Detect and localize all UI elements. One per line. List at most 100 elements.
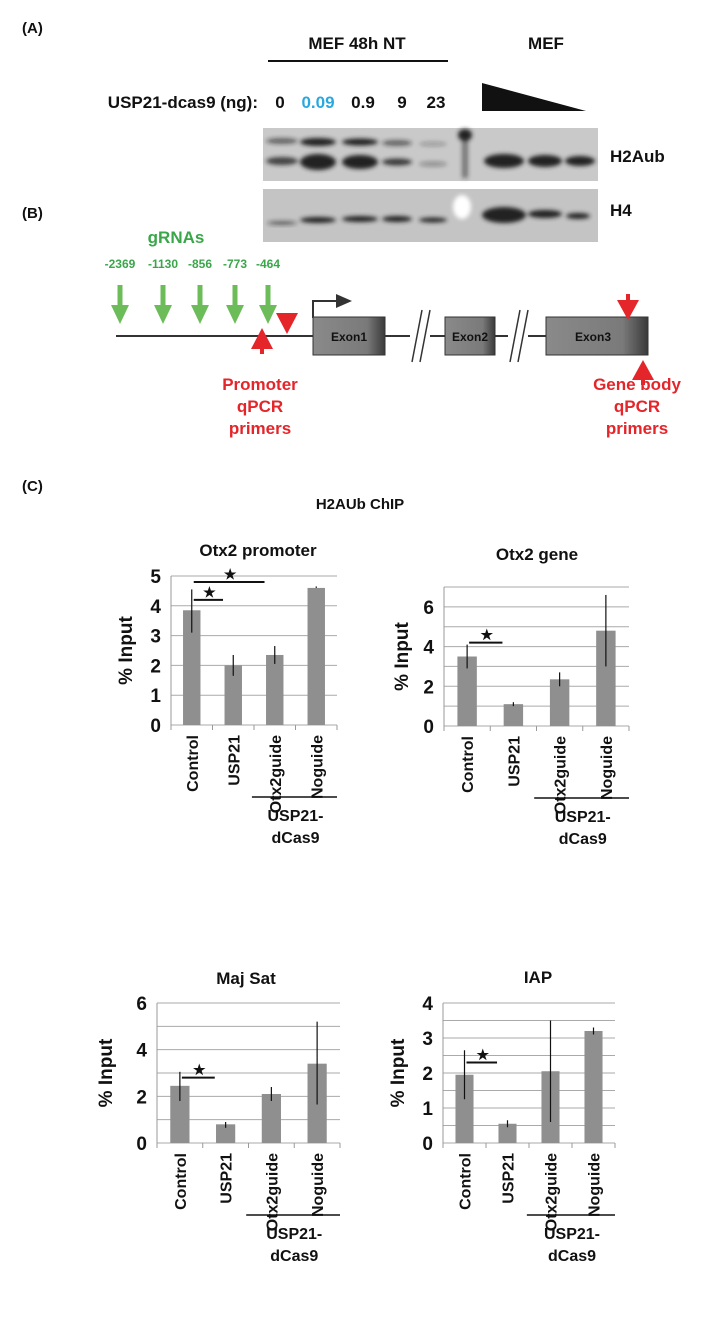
bar xyxy=(455,1074,474,1143)
panel-c-label: (C) xyxy=(22,478,43,495)
category-label: Otx2guide xyxy=(544,1153,561,1231)
bar xyxy=(170,1085,190,1143)
break-marks xyxy=(410,309,529,363)
dose-9: 9 xyxy=(397,93,406,112)
y-axis-label: % Input xyxy=(96,1038,117,1107)
y-tick-label: 0 xyxy=(150,716,161,737)
y-tick-label: 3 xyxy=(150,627,161,648)
category-label: Noguide xyxy=(599,736,616,800)
primer-reverse-arrow-icon xyxy=(617,300,639,320)
primer-arrows xyxy=(251,294,654,385)
grna-arrow-icon xyxy=(154,285,172,324)
grna-arrow-icon xyxy=(259,285,277,324)
group-label-line2: dCas9 xyxy=(270,1248,318,1265)
band-label-h2aub: H2Aub xyxy=(610,147,665,166)
y-tick-label: 1 xyxy=(150,686,161,707)
panel-a-label: (A) xyxy=(22,20,43,37)
category-label: Control xyxy=(460,736,477,793)
grna-pos: -2369 xyxy=(105,257,136,271)
y-axis-label: % Input xyxy=(116,616,137,685)
band-label-h4: H4 xyxy=(610,201,632,220)
primer-reverse-arrow-icon xyxy=(276,313,298,334)
bar xyxy=(183,610,201,725)
grna-pos: -856 xyxy=(188,257,212,271)
panel-b-label: (B) xyxy=(22,205,43,222)
grna-pos: -1130 xyxy=(148,257,178,271)
category-label: Control xyxy=(185,735,202,792)
gene-body-primers-line2: qPCR xyxy=(614,397,660,416)
group-label-line1: USP21- xyxy=(555,809,611,826)
panel-b: (B) gRNAs -2369 -1130 -856 -773 -464 Exo… xyxy=(22,205,681,438)
exon-2-label: Exon2 xyxy=(452,330,488,344)
significance-star-icon: ★ xyxy=(476,1047,489,1063)
promoter-primers-line1: Promoter xyxy=(222,375,298,394)
exon-3: Exon3 xyxy=(545,316,649,356)
significance-star-icon: ★ xyxy=(203,584,216,600)
category-label: Noguide xyxy=(309,735,326,799)
promoter-primers-line2: qPCR xyxy=(237,397,283,416)
bar xyxy=(503,704,524,726)
exon-3-label: Exon3 xyxy=(575,330,611,344)
dilution-wedge-icon xyxy=(482,83,586,111)
grna-arrow-icon xyxy=(191,285,209,324)
y-tick-label: 6 xyxy=(136,994,147,1015)
category-label: Otx2guide xyxy=(268,735,285,813)
y-tick-label: 6 xyxy=(423,598,434,619)
grna-arrow-icon xyxy=(226,285,244,324)
primer-forward-arrow-icon xyxy=(251,328,273,349)
category-label: USP21 xyxy=(506,736,523,787)
mef-48h-nt-label: MEF 48h NT xyxy=(308,34,406,53)
category-label: Otx2guide xyxy=(264,1153,281,1231)
category-label: USP21 xyxy=(219,1153,236,1204)
grna-positions: -2369 -1130 -856 -773 -464 xyxy=(105,257,281,271)
exon-1-label: Exon1 xyxy=(331,330,367,344)
y-tick-label: 0 xyxy=(422,1134,433,1155)
panel-a: (A) MEF 48h NT MEF USP21-dcas9 (ng): 0 0… xyxy=(22,20,665,242)
bar xyxy=(584,1031,603,1143)
category-label: Control xyxy=(173,1153,190,1210)
y-tick-label: 2 xyxy=(423,677,434,698)
group-label-line2: dCas9 xyxy=(548,1248,596,1265)
dose-23: 23 xyxy=(427,93,446,112)
bar xyxy=(266,654,284,725)
bar xyxy=(457,656,477,726)
chart-title: Maj Sat xyxy=(216,969,276,988)
dose-0.9: 0.9 xyxy=(351,93,375,112)
primer-forward-arrow-icon xyxy=(632,360,654,380)
bar xyxy=(596,630,616,726)
grna-arrows xyxy=(111,285,277,324)
category-label: Control xyxy=(458,1153,475,1210)
y-tick-label: 0 xyxy=(136,1134,147,1155)
y-tick-label: 2 xyxy=(150,656,161,677)
bar xyxy=(224,665,242,725)
group-label-line2: dCas9 xyxy=(559,831,607,848)
bar xyxy=(549,679,570,726)
bar xyxy=(307,587,325,725)
y-tick-label: 1 xyxy=(422,1099,433,1120)
y-tick-label: 2 xyxy=(136,1087,147,1108)
bar xyxy=(498,1123,517,1143)
y-tick-label: 2 xyxy=(422,1064,433,1085)
group-label-line2: dCas9 xyxy=(271,830,319,847)
grna-arrow-icon xyxy=(111,285,129,324)
y-tick-label: 3 xyxy=(422,1029,433,1050)
y-tick-label: 5 xyxy=(150,567,161,588)
y-tick-label: 4 xyxy=(136,1041,147,1062)
grna-pos: -773 xyxy=(223,257,247,271)
panel-c-title: H2AUb ChIP xyxy=(316,496,404,513)
category-label: USP21 xyxy=(501,1153,518,1204)
category-label: Noguide xyxy=(310,1153,327,1217)
dose-label: USP21-dcas9 (ng): xyxy=(108,93,258,112)
mef-label: MEF xyxy=(528,34,564,53)
category-label: USP21 xyxy=(226,735,243,786)
group-label-line1: USP21- xyxy=(267,808,323,825)
exon-1: Exon1 xyxy=(312,316,386,356)
tss-arrow-icon xyxy=(312,294,352,318)
promoter-primers-line3: primers xyxy=(229,419,291,438)
